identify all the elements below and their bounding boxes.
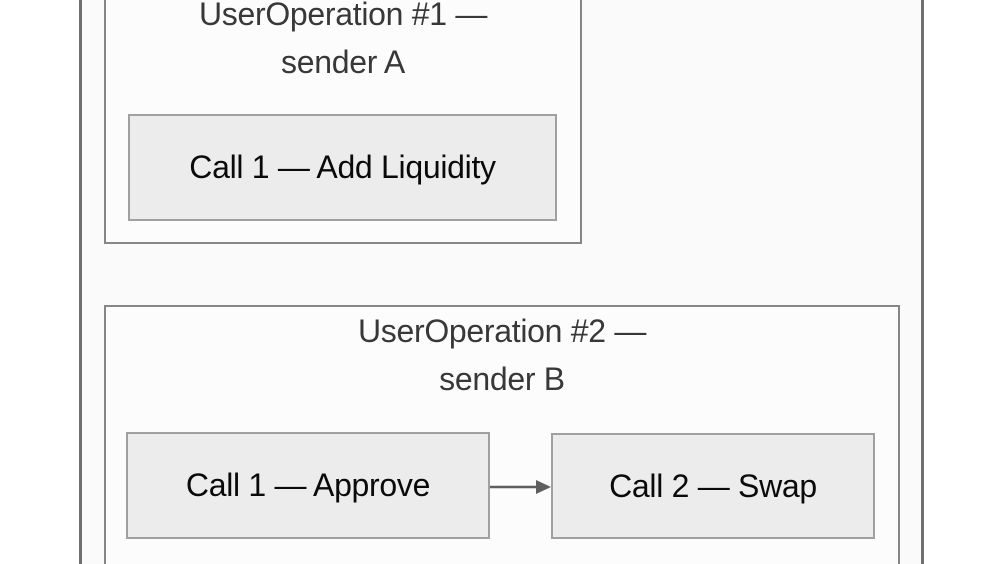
call-node-approve: Call 1 — Approve — [126, 432, 490, 539]
call-node-add-liquidity: Call 1 — Add Liquidity — [128, 114, 557, 221]
userop-2-group: UserOperation #2 — sender B Call 1 — App… — [104, 305, 900, 564]
userop-2-title-line-1: UserOperation #2 — — [357, 313, 647, 349]
userop-2-title: UserOperation #2 — sender B — [106, 307, 898, 403]
userop-1-title: UserOperation #1 — sender A — [106, 0, 580, 86]
userop-2-title-line-2: sender B — [439, 361, 565, 397]
bundle-container: UserOperation #1 — sender A Call 1 — Add… — [79, 0, 924, 564]
userop-1-title-line-2: sender A — [281, 44, 405, 80]
call-node-swap: Call 2 — Swap — [551, 433, 875, 539]
userop-1-title-line-1: UserOperation #1 — — [198, 0, 488, 32]
userop-1-group: UserOperation #1 — sender A Call 1 — Add… — [104, 0, 582, 244]
arrow-right-icon — [490, 478, 551, 496]
